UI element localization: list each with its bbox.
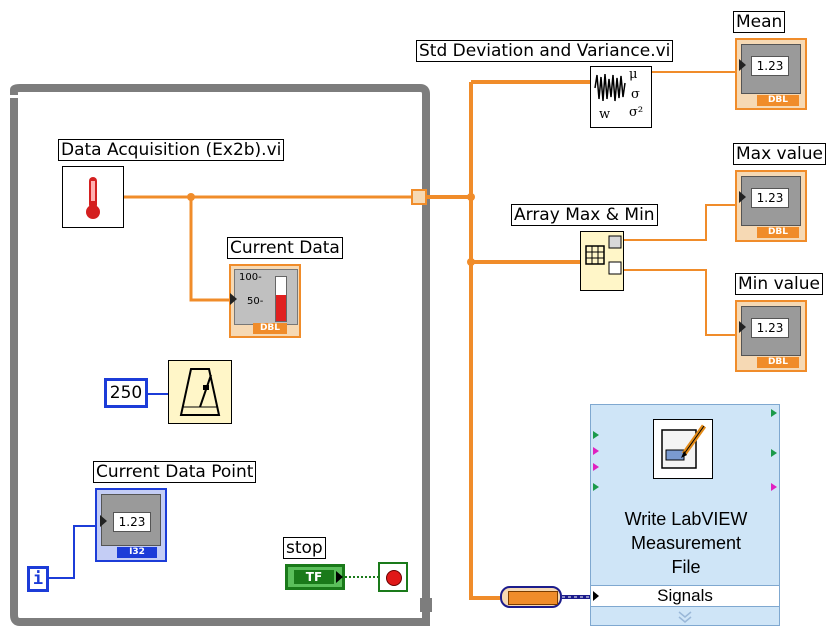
data-acquisition-label: Data Acquisition (Ex2b).vi (58, 139, 285, 161)
type-badge: DBL (253, 323, 287, 334)
type-badge: I32 (117, 547, 157, 558)
indicator-value: 1.23 (751, 318, 789, 338)
std-dev-subvi[interactable]: μ σ σ² w (590, 66, 652, 128)
terminal-icon (593, 483, 599, 491)
min-value-label: Min value (735, 273, 824, 295)
stop-sign-icon (386, 570, 402, 586)
current-data-point-label: Current Data Point (93, 461, 257, 483)
min-value-indicator[interactable]: 1.23 DBL (735, 300, 807, 372)
expand-chevron-icon[interactable] (677, 609, 693, 623)
terminal-icon (771, 483, 777, 491)
mean-indicator[interactable]: 1.23 DBL (735, 38, 807, 110)
thermometer-display: 100- 50- (234, 269, 298, 325)
indicator-value: 1.23 (751, 56, 789, 76)
terminal-icon (593, 431, 599, 439)
sigma-squared-symbol: σ² (629, 105, 644, 120)
current-data-point-indicator[interactable]: 1.23 I32 (95, 488, 167, 562)
array-max-min-function[interactable] (580, 231, 624, 291)
stop-label: stop (283, 537, 326, 559)
wait-function[interactable] (168, 360, 232, 424)
express-vi-title-line3: File (671, 557, 701, 577)
array-max-min-label: Array Max & Min (511, 204, 658, 226)
input-arrow-icon (593, 591, 599, 601)
signals-label: Signals (657, 586, 713, 605)
waveform-icon (594, 73, 626, 102)
signals-input[interactable]: Signals (591, 585, 779, 607)
input-arrow-icon (739, 59, 746, 71)
data-acquisition-subvi[interactable] (62, 166, 124, 228)
current-data-label: Current Data (227, 237, 343, 259)
type-badge: DBL (757, 357, 799, 368)
convert-to-dynamic-data[interactable] (500, 586, 562, 608)
write-file-icon (653, 419, 713, 479)
mean-label: Mean (733, 11, 786, 33)
type-badge: DBL (757, 227, 799, 238)
input-arrow-icon (739, 191, 746, 203)
thermometer-tube (275, 276, 287, 322)
labview-data-icon (508, 591, 558, 605)
mu-symbol: μ (629, 67, 638, 82)
weight-symbol: w (599, 107, 611, 122)
input-arrow-icon (739, 321, 746, 333)
terminal-icon (593, 447, 599, 455)
tf-badge: TF (294, 570, 334, 584)
tick-50: 50- (247, 296, 264, 307)
express-vi-title-line1: Write LabVIEW (624, 509, 748, 529)
terminal-icon (771, 449, 777, 457)
loop-condition-terminal[interactable] (378, 562, 408, 592)
current-data-indicator[interactable]: 100- 50- DBL (229, 264, 301, 338)
terminal-icon (593, 463, 599, 471)
max-value-label: Max value (733, 143, 826, 165)
indicator-value: 1.23 (751, 188, 789, 208)
array-grid-icon (585, 235, 622, 275)
terminal-icon (771, 409, 777, 417)
std-dev-label: Std Deviation and Variance.vi (416, 40, 674, 62)
thermometer-fill (276, 295, 286, 321)
output-arrow-icon (336, 571, 343, 583)
sigma-symbol: σ (631, 87, 640, 102)
indicator-value: 1.23 (113, 512, 151, 532)
tick-100: 100- (239, 272, 262, 283)
input-arrow-icon (100, 515, 107, 527)
express-vi-title: Write LabVIEW Measurement File (591, 507, 781, 579)
express-vi-title-line2: Measurement (630, 533, 742, 553)
stop-control[interactable]: TF (285, 564, 345, 590)
iteration-terminal: i (27, 566, 49, 592)
max-value-indicator[interactable]: 1.23 DBL (735, 170, 807, 242)
wait-ms-constant[interactable]: 250 (104, 378, 148, 408)
write-measurement-file-express-vi[interactable]: Write LabVIEW Measurement File Signals (590, 404, 780, 626)
metronome-icon (179, 368, 221, 416)
input-arrow-icon (230, 293, 237, 305)
type-badge: DBL (757, 95, 799, 106)
thermometer-icon (86, 177, 100, 219)
